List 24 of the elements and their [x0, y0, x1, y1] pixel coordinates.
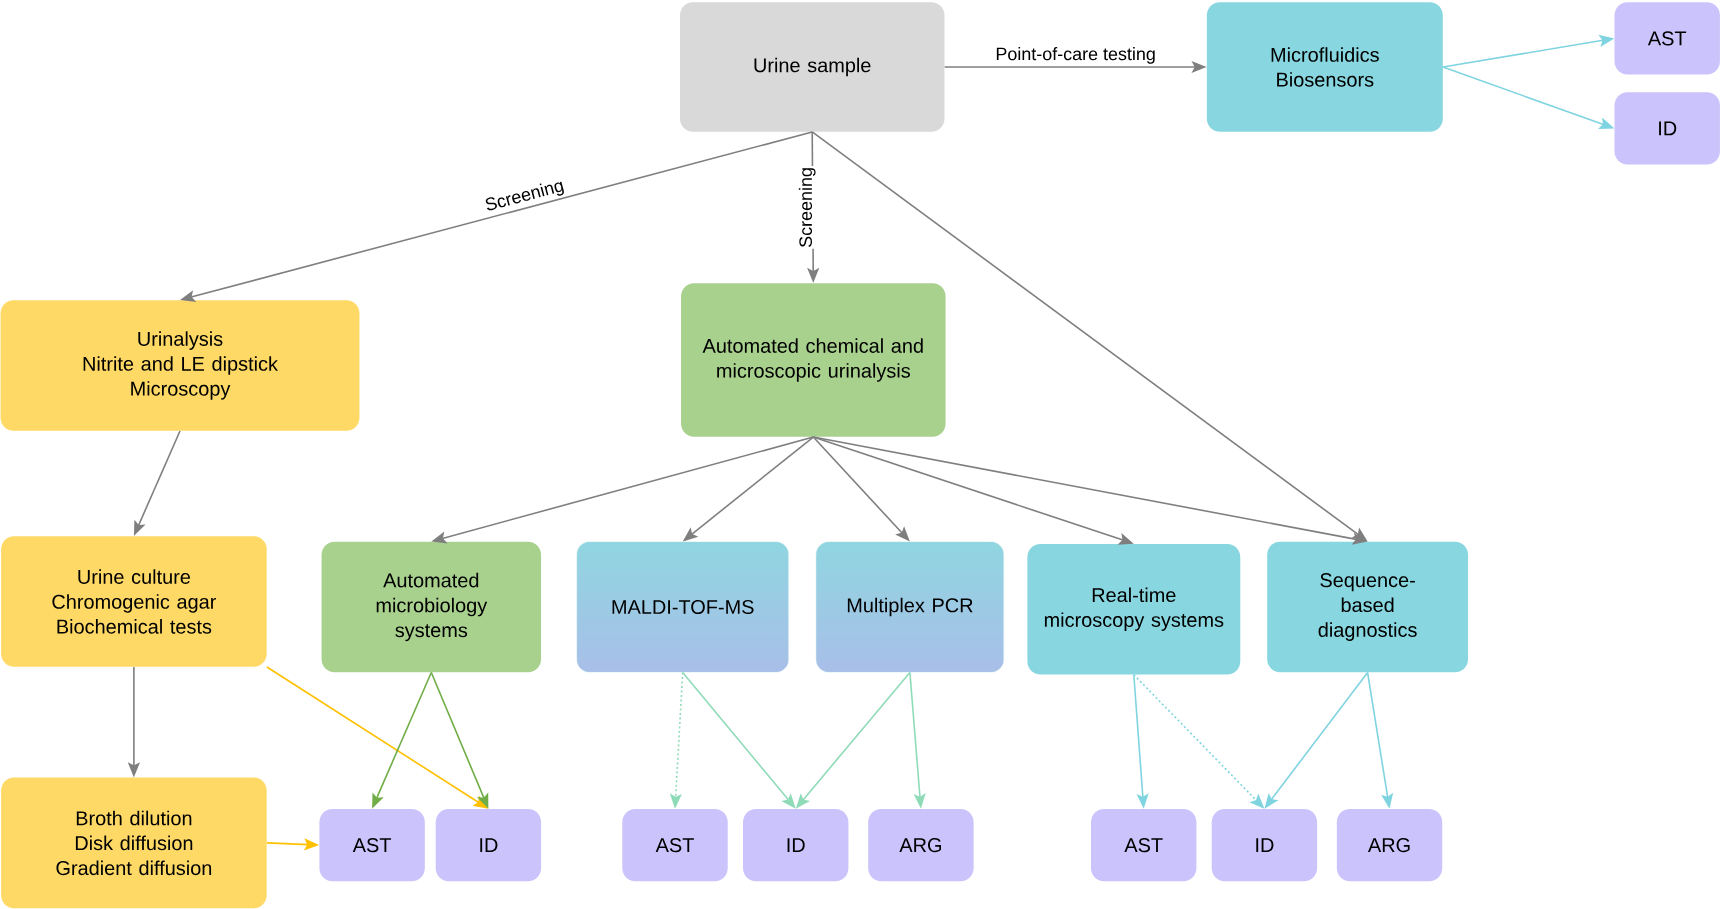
method-box: Microfluidics Biosensors — [1206, 2, 1443, 132]
sample-box: Urine sample — [679, 2, 945, 132]
method-box: Broth dilution Disk diffusion Gradient diffusion — [1, 777, 267, 909]
method-box: Urinalysis Nitrite and LE dipstick Microscopy — [0, 300, 360, 431]
result-box: ID — [1211, 808, 1318, 882]
result-box: ID — [743, 808, 849, 882]
result-box: AST — [319, 808, 425, 882]
result-box: ARG — [868, 808, 974, 882]
method-box: Automated chemical and microscopic urinalysis — [681, 283, 946, 437]
edge-label: Point-of-care testing — [994, 46, 1157, 65]
method-box: Automated microbiology systems — [321, 541, 542, 673]
result-box: ARG — [1336, 808, 1443, 882]
result-box: ID — [1614, 92, 1720, 165]
result-box: ID — [435, 808, 542, 882]
method-box: Urine culture Chromogenic agar Biochemical tests — [1, 536, 267, 667]
method-box: Real-time microscopy systems — [1027, 543, 1241, 675]
method-box: Multiplex PCR — [815, 541, 1004, 673]
method-box: MALDI-TOF-MS — [576, 541, 789, 673]
edge-label: Screening — [482, 176, 568, 217]
method-box: Sequence-based diagnostics — [1267, 541, 1469, 673]
edge-label: Screening — [797, 166, 817, 249]
result-box: AST — [1091, 808, 1197, 882]
result-box: AST — [1614, 2, 1720, 75]
result-box: AST — [622, 808, 728, 882]
